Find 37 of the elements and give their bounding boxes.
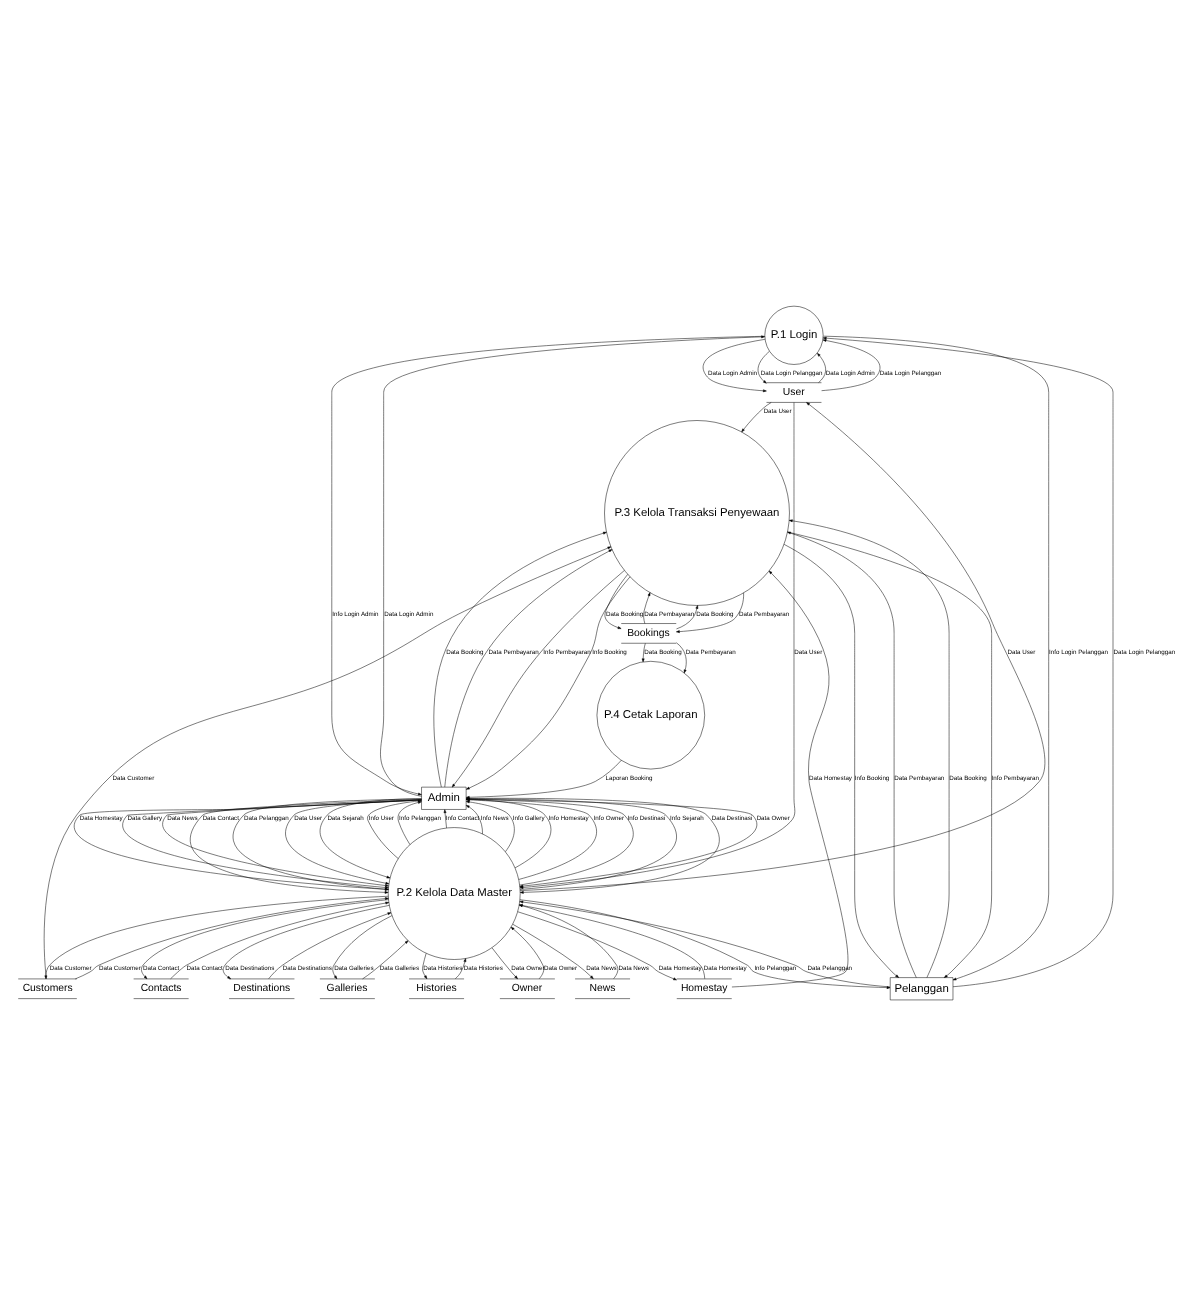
arrow xyxy=(604,574,628,629)
arrow xyxy=(821,339,881,391)
arrow xyxy=(676,592,744,633)
arrow xyxy=(789,519,950,978)
arrow xyxy=(643,592,651,624)
arrow xyxy=(787,531,917,978)
arrow xyxy=(519,402,1046,891)
arrow xyxy=(222,905,390,980)
arrow xyxy=(823,335,1049,981)
arrow xyxy=(362,940,409,980)
arrow xyxy=(510,926,545,979)
arrow xyxy=(465,805,483,835)
arrow xyxy=(422,953,428,979)
arrow xyxy=(433,531,607,788)
arrow xyxy=(268,912,392,980)
arrow xyxy=(817,353,826,383)
arrow xyxy=(519,904,705,979)
arrow xyxy=(731,570,849,988)
arrow xyxy=(491,947,518,980)
arrow xyxy=(455,958,467,979)
arrow xyxy=(787,531,992,978)
arrow xyxy=(517,911,677,981)
arrow xyxy=(519,904,619,979)
arrow xyxy=(741,402,772,433)
arrow xyxy=(757,351,770,384)
arrow xyxy=(43,546,612,980)
arrow xyxy=(512,923,594,979)
arrow xyxy=(783,544,899,978)
arrow xyxy=(676,605,699,630)
arrow xyxy=(444,549,613,788)
arrow xyxy=(519,402,796,889)
arrow xyxy=(443,809,447,829)
arrow xyxy=(676,642,687,674)
arrow xyxy=(702,339,767,393)
arrow xyxy=(641,643,646,663)
arrow xyxy=(332,915,393,980)
arrow xyxy=(822,336,1114,987)
